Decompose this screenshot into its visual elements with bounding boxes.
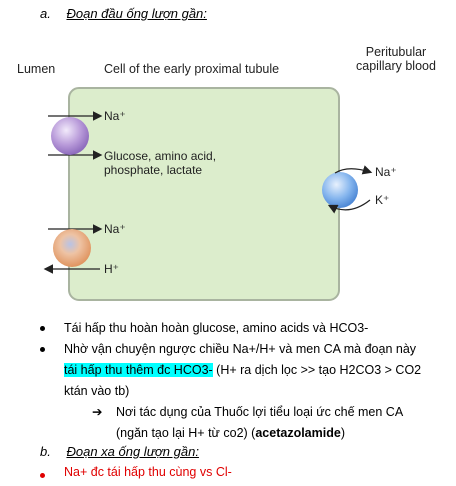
pump-arrow-in xyxy=(327,199,371,214)
pump-arrow-out xyxy=(334,165,373,175)
lumen-label: Lumen xyxy=(17,62,56,76)
pump-k-label: K⁺ xyxy=(375,193,390,207)
bullet-2-line2: tái hấp thu thêm đc HCO3- (H+ ra dịch lọ… xyxy=(64,363,422,377)
antiporter-arrows xyxy=(43,224,103,274)
antiporter-na-label: Na⁺ xyxy=(104,222,126,236)
sub-bullet-line2: (ngăn tạo lại H+ từ co2) (acetazolamide) xyxy=(116,426,345,440)
section-b-letter: b. xyxy=(40,444,51,459)
pump-na-label: Na⁺ xyxy=(375,165,397,179)
red-bullet-dot xyxy=(40,473,45,478)
symporter-substrates-label: Glucose, amino acid, phosphate, lactate xyxy=(104,149,217,177)
section-a-heading: a. Đoạn đầu ống lượn gần: xyxy=(40,6,207,21)
capillary-label: Peritubular capillary blood xyxy=(356,45,436,73)
bullet-dot xyxy=(40,326,45,331)
red-bullet-text: Na+ đc tái hấp thu cùng vs Cl- xyxy=(64,465,232,479)
symporter-protein xyxy=(51,117,89,155)
bullet-dot xyxy=(40,347,45,352)
section-a-title: Đoạn đầu ống lượn gần: xyxy=(66,6,207,21)
transport-figure: Lumen Cell of the early proximal tubule … xyxy=(0,40,456,310)
pump-protein xyxy=(322,172,358,208)
highlighted-text: tái hấp thu thêm đc HCO3- xyxy=(64,363,213,377)
section-b-title: Đoạn xa ống lượn gần: xyxy=(66,444,199,459)
cell-label: Cell of the early proximal tubule xyxy=(104,62,280,76)
symporter-na-label: Na⁺ xyxy=(104,109,126,123)
antiporter-h-label: H⁺ xyxy=(104,262,119,276)
drug-name: acetazolamide xyxy=(255,426,341,440)
bullet-2-line3: ktán vào tb) xyxy=(64,384,130,398)
section-b-heading: b. Đoạn xa ống lượn gần: xyxy=(40,444,199,459)
symporter-arrows xyxy=(48,111,103,160)
sub-bullet-arrow: ➔ xyxy=(92,405,103,419)
figure-graphic xyxy=(43,87,373,301)
bullet-1: Tái hấp thu hoàn hoàn glucose, amino aci… xyxy=(64,321,369,335)
sub-bullet-line1: Nơi tác dụng của Thuốc lợi tiểu loại ức … xyxy=(116,405,404,419)
antiporter-protein xyxy=(53,229,91,267)
bullet-2: Nhờ vận chuyện ngược chiều Na+/H+ và men… xyxy=(64,342,417,356)
section-a-letter: a. xyxy=(40,6,51,21)
